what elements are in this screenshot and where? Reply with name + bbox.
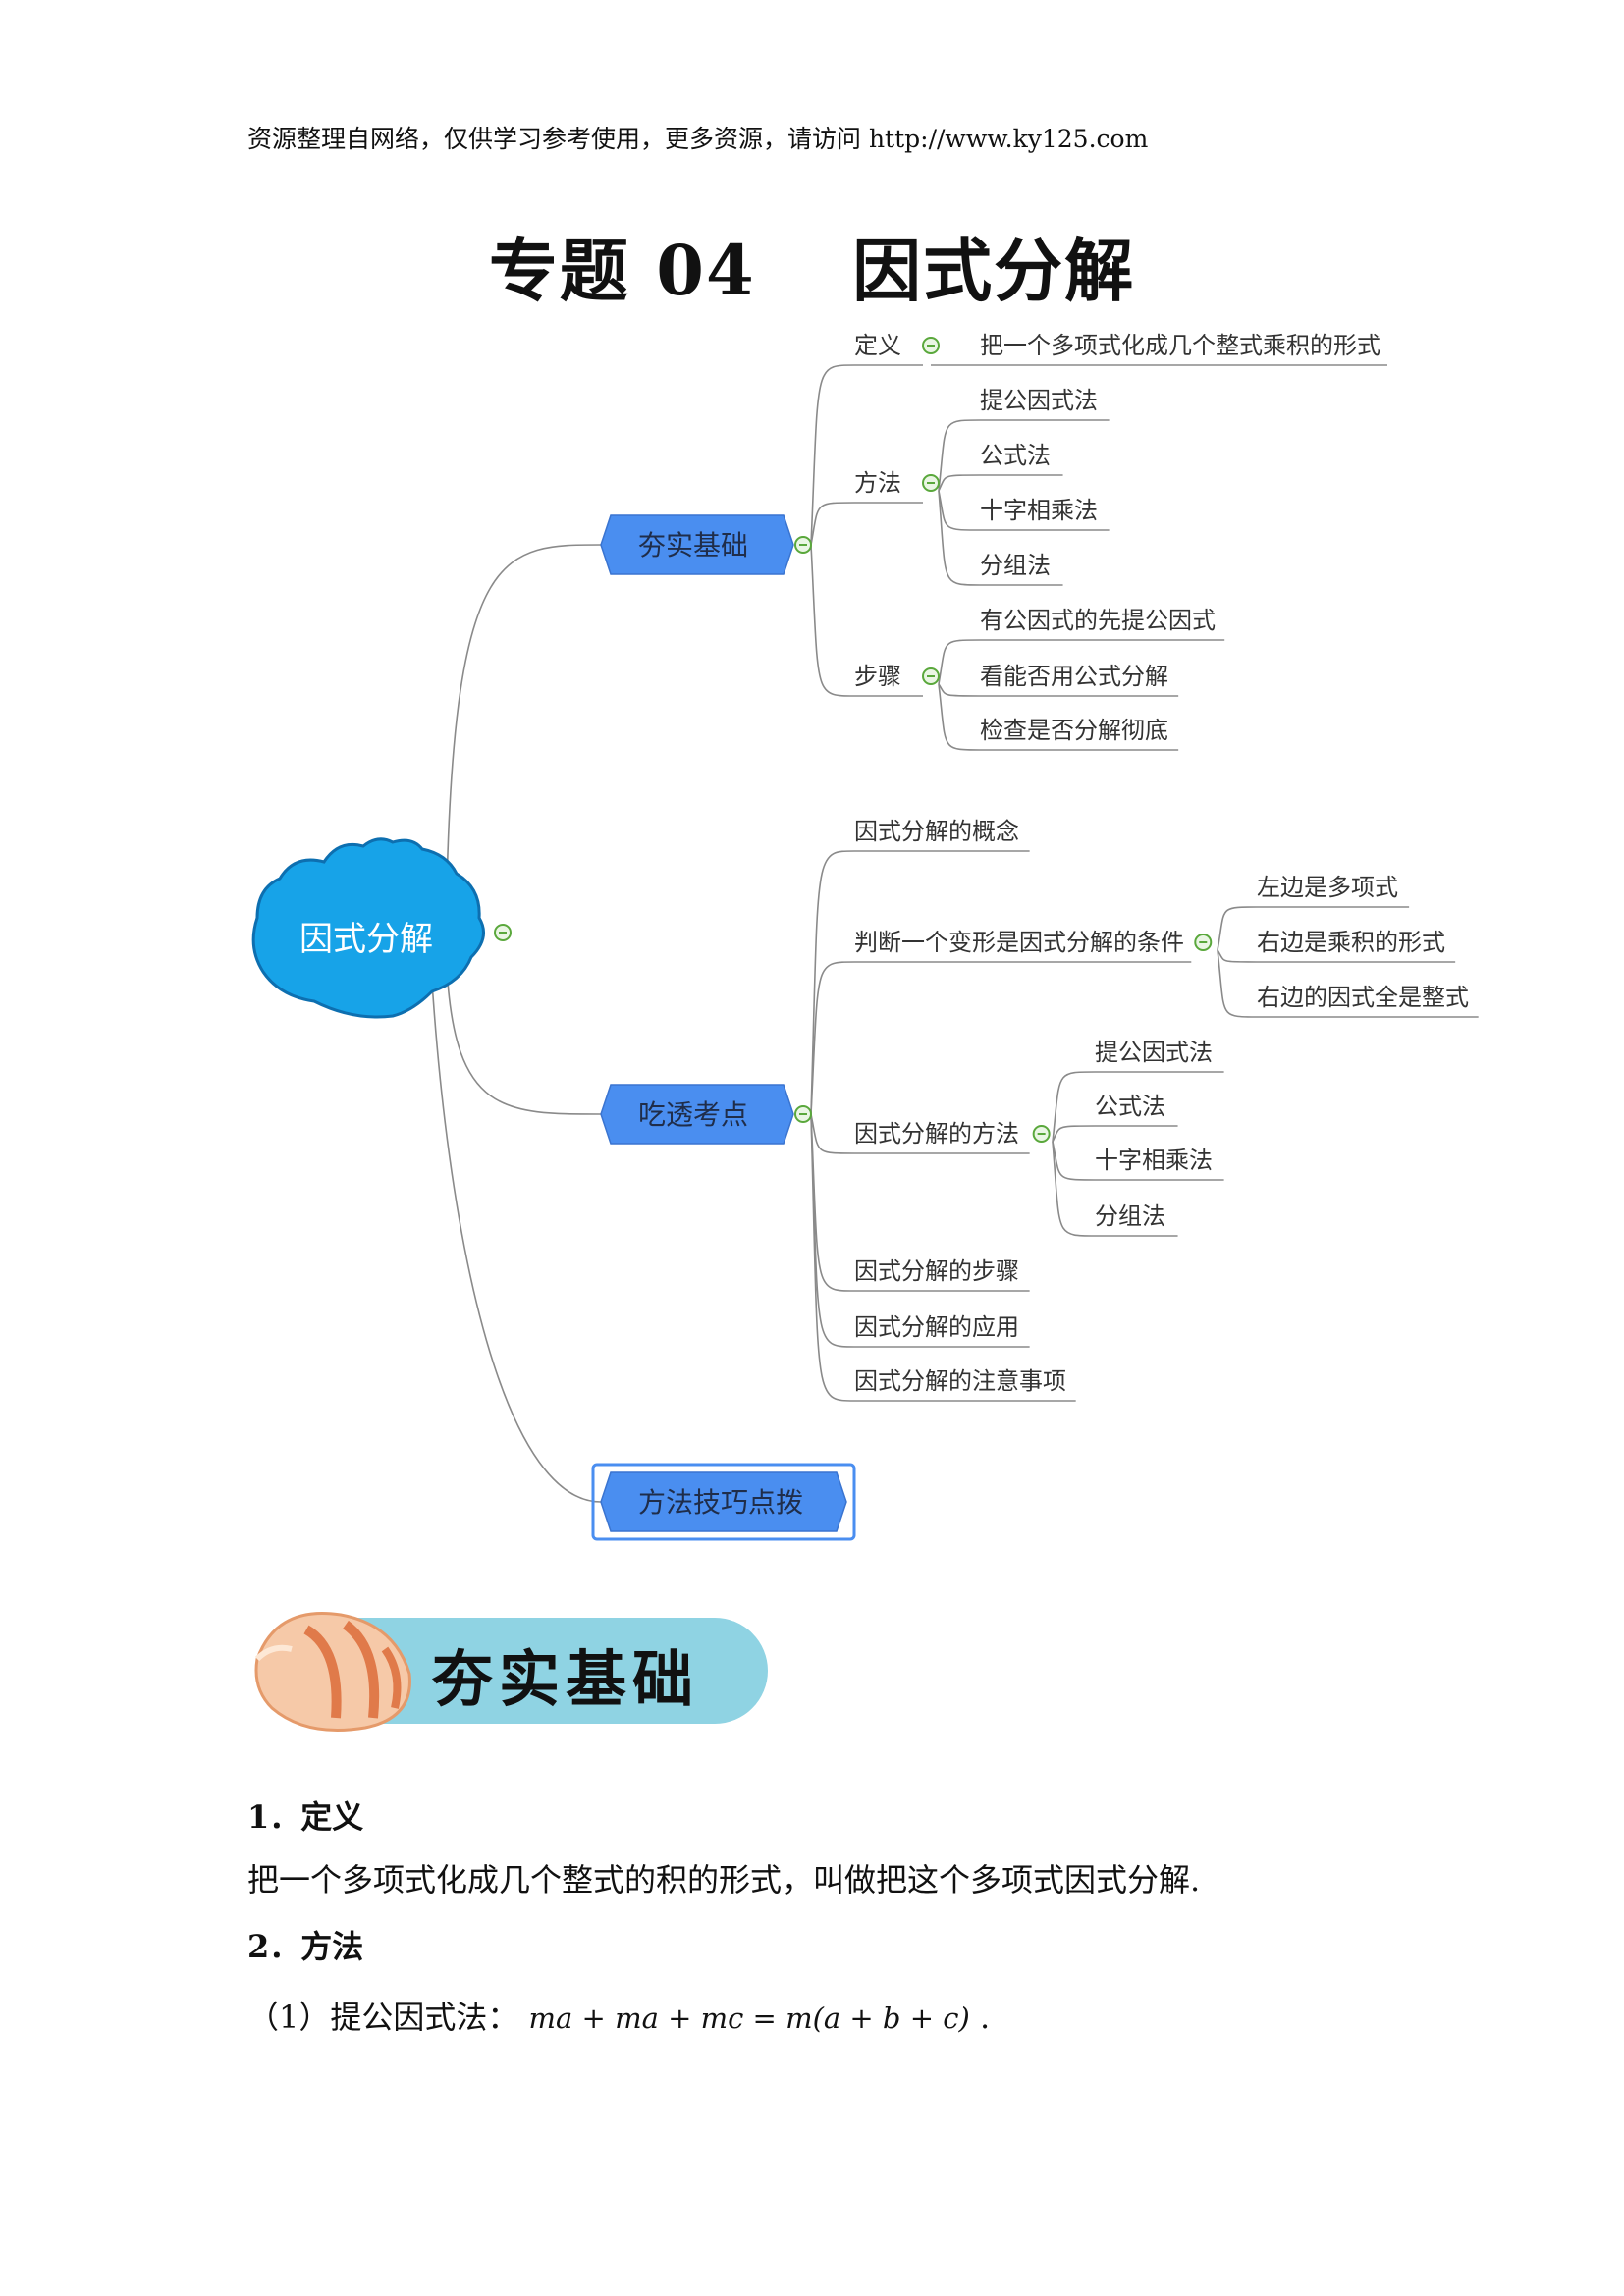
connector-b2-1 xyxy=(810,850,855,1115)
connector-b2-4 xyxy=(810,1113,855,1292)
connector-b2-3 xyxy=(810,1113,855,1154)
b2-method-label-2: 公式法 xyxy=(1095,1093,1165,1120)
b1-step-label-2: 看能否用公式分解 xyxy=(980,663,1168,690)
connector-root-branch-3 xyxy=(431,981,602,1503)
branch-node-1 xyxy=(600,514,794,575)
b1-method-label-1: 提公因式法 xyxy=(980,387,1098,414)
b2-item-collapse-3 xyxy=(1032,1125,1051,1143)
section-body-method: （1）提公因式法： ma + ma + mc = m(a + b + c) . xyxy=(247,1993,990,2038)
connector-b1-method-3 xyxy=(938,490,981,531)
connector-b1-method-1 xyxy=(938,419,981,492)
connector-b2-5 xyxy=(810,1113,855,1348)
root-collapse-icon xyxy=(494,924,512,941)
connector-b2-cond-3 xyxy=(1217,949,1258,1018)
branch-1-collapse-icon xyxy=(794,536,812,554)
branch-label-1: 夯实基础 xyxy=(638,529,748,561)
method-item-suffix: . xyxy=(979,1999,991,2036)
b1-item-collapse-3 xyxy=(922,667,940,685)
branch-node-2 xyxy=(600,1084,794,1145)
banner-band xyxy=(306,1618,768,1724)
connector-b2-2 xyxy=(810,961,855,1115)
connector-root-branch-1 xyxy=(446,544,602,889)
branch-2-collapse-icon xyxy=(794,1105,812,1123)
section-heading-definition: 1．定义 xyxy=(247,1798,364,1836)
document-title: 专题 04 因式分解 xyxy=(488,230,1136,311)
connector-b1-method-2 xyxy=(938,474,981,492)
header-note: 资源整理自网络，仅供学习参考使用，更多资源，请访问 http://www.ky1… xyxy=(247,125,1149,153)
connector-b2-6 xyxy=(810,1113,855,1402)
b1-item-label-2: 方法 xyxy=(854,469,901,497)
method-formula: ma + ma + mc = m(a + b + c) xyxy=(528,2002,970,2035)
branch-node-3 xyxy=(600,1471,847,1532)
connector-b2-cond-2 xyxy=(1217,949,1258,963)
b1-method-label-4: 分组法 xyxy=(980,552,1051,579)
mind-map-nodes: 因式分解夯实基础定义方法步骤把一个多项式化成几个整式乘积的形式提公因式法公式法十… xyxy=(251,332,1469,1541)
b2-method-label-1: 提公因式法 xyxy=(1095,1039,1213,1066)
mind-map: 因式分解夯实基础定义方法步骤把一个多项式化成几个整式乘积的形式提公因式法公式法十… xyxy=(251,332,1479,1541)
connector-b1-step-1 xyxy=(938,639,981,685)
b2-item-label-2: 判断一个变形是因式分解的条件 xyxy=(854,929,1184,956)
b1-method-label-3: 十字相乘法 xyxy=(980,497,1098,524)
connector-b1-2 xyxy=(810,502,855,546)
b1-method-label-2: 公式法 xyxy=(980,442,1051,469)
connector-b2-method-1 xyxy=(1052,1071,1096,1143)
b1-step-label-3: 检查是否分解彻底 xyxy=(980,717,1168,744)
connector-root-branch-2 xyxy=(446,966,602,1115)
section-body-definition: 把一个多项式化成几个整式的积的形式，叫做把这个多项式因式分解. xyxy=(247,1861,1201,1898)
connector-b1-step-2 xyxy=(938,683,981,697)
b2-method-label-3: 十字相乘法 xyxy=(1095,1147,1213,1174)
b2-item-label-3: 因式分解的方法 xyxy=(854,1120,1019,1148)
b2-item-label-6: 因式分解的注意事项 xyxy=(854,1367,1066,1395)
mind-map-connectors xyxy=(431,364,1479,1503)
b1-definition-text: 把一个多项式化成几个整式乘积的形式 xyxy=(980,332,1380,359)
b1-step-label-1: 有公因式的先提公因式 xyxy=(980,607,1216,634)
b2-cond-label-3: 右边的因式全是整式 xyxy=(1257,984,1469,1011)
b2-item-collapse-2 xyxy=(1194,934,1213,951)
connector-b2-method-2 xyxy=(1052,1125,1096,1143)
method-item-label: （1）提公因式法： xyxy=(247,1999,519,2036)
connector-b1-1 xyxy=(810,364,855,546)
b2-item-label-4: 因式分解的步骤 xyxy=(854,1257,1019,1285)
b1-item-collapse-2 xyxy=(922,474,940,492)
connector-b2-method-3 xyxy=(1052,1141,1096,1181)
connector-b1-3 xyxy=(810,544,855,697)
b2-cond-label-1: 左边是多项式 xyxy=(1257,874,1398,901)
root-node-shape xyxy=(251,837,485,1019)
b2-method-label-4: 分组法 xyxy=(1095,1202,1165,1230)
b1-item-label-1: 定义 xyxy=(854,332,901,359)
connector-b1-step-3 xyxy=(938,683,981,751)
shell-icon xyxy=(254,1612,411,1732)
branch-frame-3 xyxy=(591,1463,856,1541)
branch-label-2: 吃透考点 xyxy=(638,1098,748,1131)
section-banner xyxy=(254,1612,768,1732)
b2-item-label-1: 因式分解的概念 xyxy=(854,818,1019,845)
connector-b1-method-4 xyxy=(938,490,981,586)
connector-b2-method-4 xyxy=(1052,1141,1096,1237)
branch-label-3: 方法技巧点拨 xyxy=(638,1486,803,1519)
banner-title: 夯实基础 xyxy=(432,1643,700,1715)
b1-item-collapse-1 xyxy=(922,337,940,354)
b2-cond-label-2: 右边是乘积的形式 xyxy=(1257,929,1445,956)
b2-item-label-5: 因式分解的应用 xyxy=(854,1313,1019,1341)
section-heading-method: 2．方法 xyxy=(247,1928,364,1965)
root-node-label: 因式分解 xyxy=(299,920,433,959)
b1-item-label-3: 步骤 xyxy=(854,663,901,690)
connector-b2-cond-1 xyxy=(1217,906,1258,951)
